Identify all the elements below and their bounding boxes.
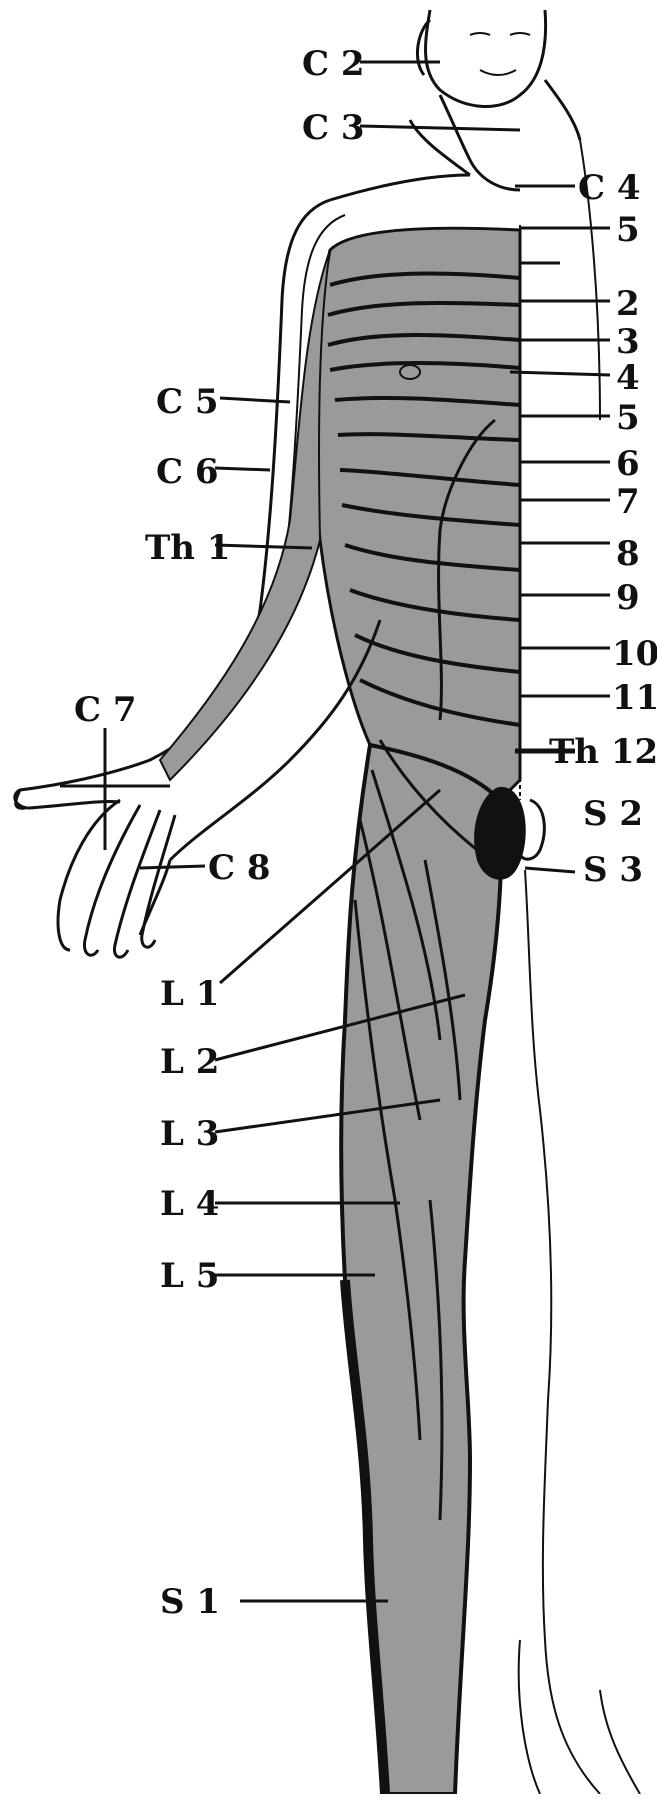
label-l1: L 1	[160, 976, 219, 1012]
label-l2: L 2	[160, 1044, 219, 1080]
label-th8: 8	[616, 536, 640, 572]
label-th3: 3	[616, 324, 640, 360]
label-l3: L 3	[160, 1116, 219, 1152]
label-s2: S 2	[583, 796, 643, 832]
label-th6: 6	[616, 446, 640, 482]
label-c5: C 5	[156, 384, 219, 420]
label-th9: 9	[616, 580, 640, 616]
label-c2: C 2	[302, 46, 365, 82]
label-l5: L 5	[160, 1258, 219, 1294]
neck	[410, 80, 580, 190]
hand	[16, 790, 175, 957]
label-th11: 11	[612, 680, 657, 716]
label-s1: S 1	[160, 1584, 220, 1620]
label-th12: Th 12	[549, 734, 657, 770]
label-c4: C 4	[578, 170, 641, 206]
label-l4: L 4	[160, 1186, 219, 1222]
label-c8: C 8	[208, 850, 271, 886]
label-c3: C 3	[302, 110, 365, 146]
head	[417, 10, 545, 106]
label-c7: C 7	[74, 692, 137, 728]
leg	[341, 740, 544, 1794]
label-th5: 5	[616, 400, 640, 436]
right-leg-outline	[519, 870, 640, 1794]
label-s3: S 3	[583, 852, 643, 888]
label-th7: 7	[616, 484, 640, 520]
label-c6: C 6	[156, 454, 219, 490]
label-th5-upper: 5	[616, 212, 640, 248]
label-th10: 10	[612, 636, 657, 672]
label-th2: 2	[616, 286, 640, 322]
label-th1: Th 1	[145, 530, 231, 566]
label-th4: 4	[616, 360, 640, 396]
